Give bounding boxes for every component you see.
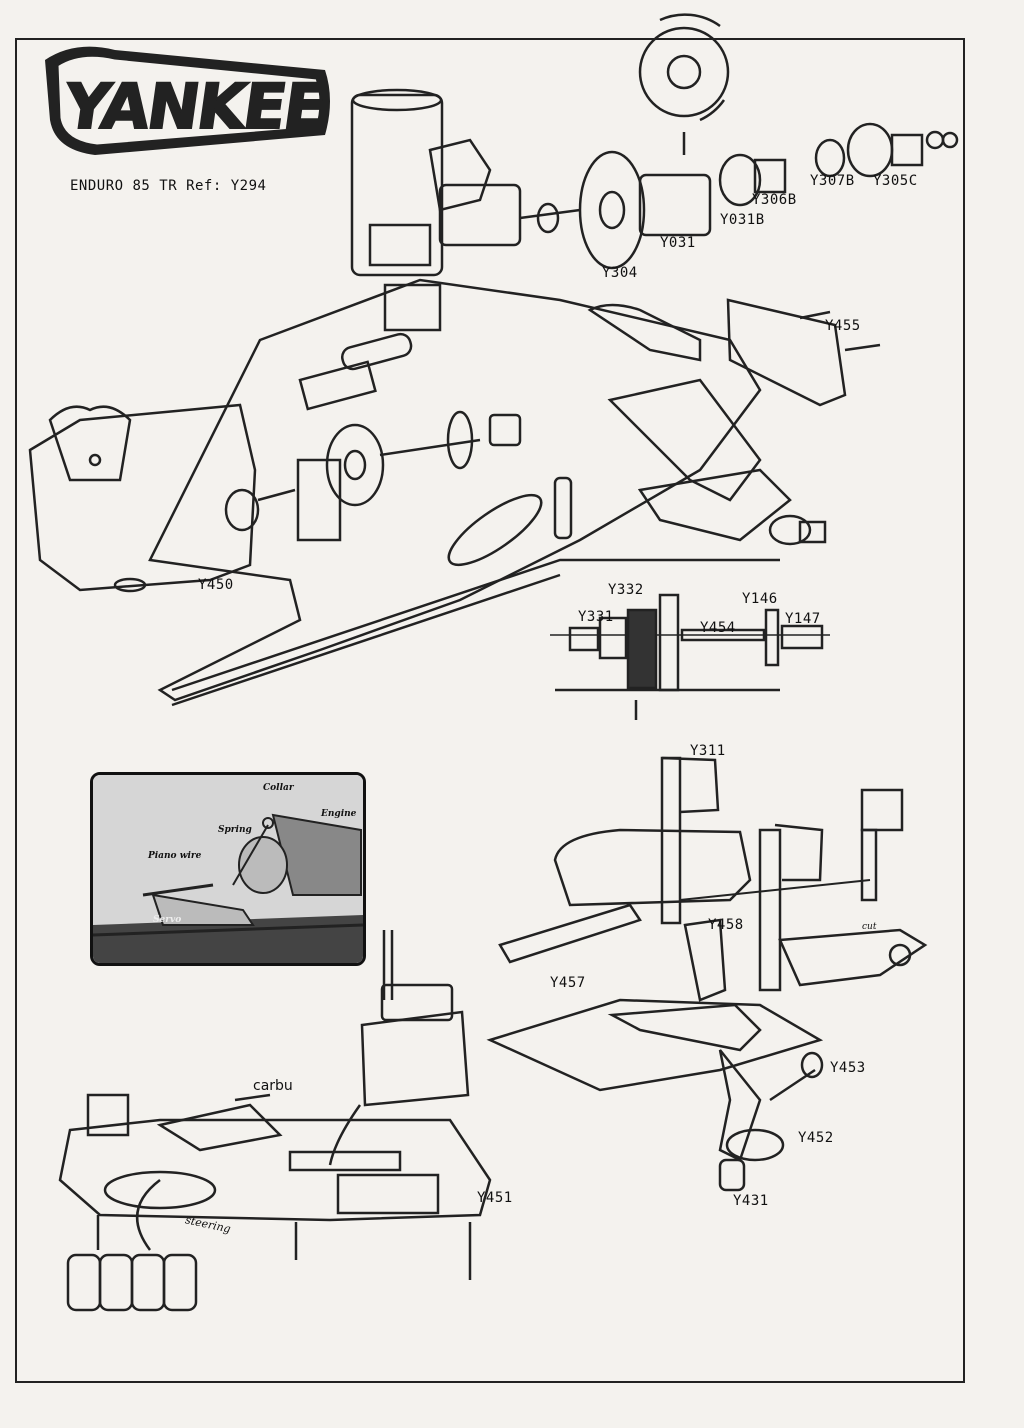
- label-y431: Y431: [733, 1193, 769, 1209]
- label-y031b: Y031B: [720, 212, 765, 228]
- lower-chassis-drawing: [486, 998, 824, 1092]
- shock-absorber-drawing: [498, 903, 642, 964]
- cell-1: [66, 1253, 102, 1312]
- label-y147: Y147: [785, 611, 821, 627]
- servo-drawing: [156, 1103, 283, 1152]
- label-y455: Y455: [825, 318, 861, 334]
- inset-label-engine: Engine: [321, 809, 357, 819]
- label-y454: Y454: [700, 620, 736, 636]
- label-y146: Y146: [742, 591, 778, 607]
- linkage-photo-inset: Collar Engine Spring Piano wire Servo: [90, 772, 366, 966]
- tank-outline-drawing: [553, 828, 752, 907]
- label-y306b: Y306B: [752, 192, 797, 208]
- inset-label-collar: Collar: [263, 783, 294, 793]
- label-y031: Y031: [660, 235, 696, 251]
- cell-4: [162, 1253, 198, 1312]
- engine-drawing: [350, 93, 444, 277]
- label-y307b: Y307B: [810, 173, 855, 189]
- front-arm-drawing: [607, 378, 762, 502]
- label-y332: Y332: [608, 582, 644, 598]
- clutch-shoe-drawing: [638, 26, 730, 118]
- fuel-tank-drawing: [28, 403, 257, 592]
- inset-label-spring: Spring: [218, 825, 252, 835]
- radio-plate-drawing: [58, 1118, 492, 1222]
- inset-label-piano-wire: Piano wire: [148, 851, 202, 861]
- label-y458: Y458: [708, 917, 744, 933]
- annotation-carbu: carbu: [253, 1078, 293, 1094]
- label-y452: Y452: [798, 1130, 834, 1146]
- model-reference: ENDURO 85 TR Ref: Y294: [70, 178, 267, 194]
- label-y450: Y450: [198, 577, 234, 593]
- label-y453: Y453: [830, 1060, 866, 1076]
- y146-part: [764, 608, 780, 667]
- logo-graphic: [45, 46, 330, 155]
- cell-2: [98, 1253, 134, 1312]
- bumper-drawing: [726, 298, 847, 407]
- inset-drawing: [93, 775, 363, 963]
- y332-gear: [626, 608, 658, 690]
- chassis-drawing: [148, 278, 762, 702]
- page-frame: [15, 38, 965, 1383]
- label-y304: Y304: [602, 265, 638, 281]
- y147-part: [780, 624, 824, 650]
- label-y311: Y311: [690, 743, 726, 759]
- annotation-cut: cut: [862, 922, 877, 932]
- label-y305c: Y305C: [873, 173, 918, 189]
- battery-drawing: [360, 1010, 470, 1107]
- y454-gear: [658, 593, 680, 692]
- y331-part: [568, 626, 600, 652]
- spur-gear-drawing: [325, 423, 385, 507]
- cell-3: [130, 1253, 166, 1312]
- label-y457: Y457: [550, 975, 586, 991]
- label-y451: Y451: [477, 1190, 513, 1206]
- inset-label-servo: Servo: [153, 915, 182, 925]
- engine-mount-drawing: [383, 283, 442, 332]
- yankee-logo: YANKEE: [35, 40, 335, 160]
- receiver-drawing: [336, 1173, 440, 1215]
- label-y331: Y331: [578, 609, 614, 625]
- y311-post: [660, 756, 682, 925]
- flywheel-drawing: [578, 150, 646, 270]
